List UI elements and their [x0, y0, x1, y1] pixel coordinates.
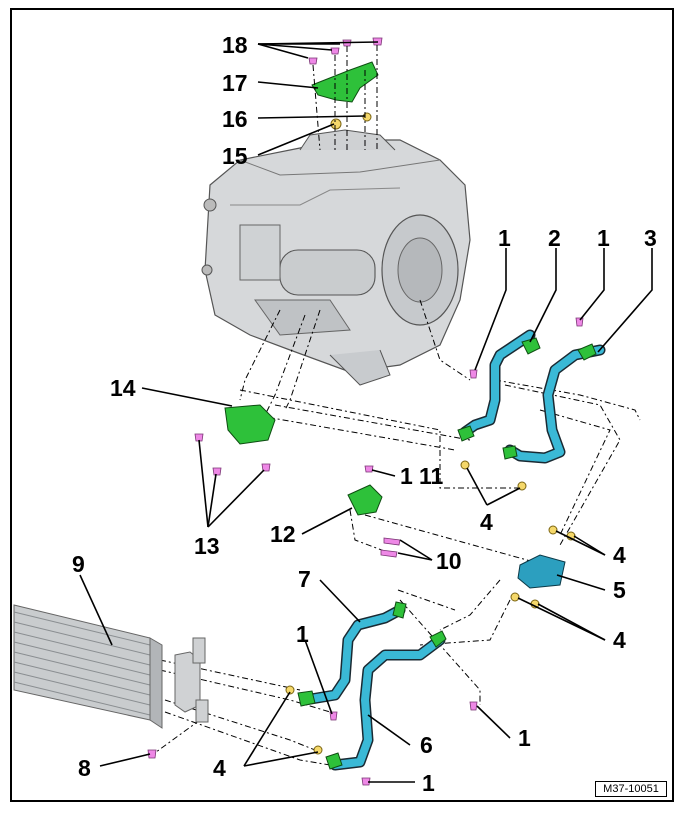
- callout-4: 4: [480, 509, 493, 535]
- bolt-1d: [361, 777, 371, 786]
- callout-14: 14: [110, 375, 136, 401]
- callout-7: 7: [298, 566, 311, 592]
- bolt-1e: [469, 701, 478, 711]
- bracket-12: [347, 465, 401, 558]
- coolant-hose-6: [325, 630, 447, 771]
- callout-1: 1: [597, 225, 610, 251]
- bracket-14: [194, 404, 276, 476]
- washer-15: [330, 118, 342, 130]
- callout-6: 6: [420, 732, 433, 758]
- callout-9: 9: [72, 551, 85, 577]
- callout-1: 1: [422, 770, 435, 796]
- coolant-hose-2: [457, 329, 541, 442]
- callout-17: 17: [222, 70, 248, 96]
- bolt-1a: [469, 369, 478, 379]
- connector-block-5: [510, 525, 576, 609]
- assembly-guide-lines: [151, 299, 641, 766]
- callout-1: 1: [498, 225, 511, 251]
- mount-bracket-17: [311, 61, 379, 103]
- callout-4: 4: [213, 755, 226, 781]
- bolt-1b: [575, 317, 584, 327]
- callout-12: 12: [270, 521, 296, 547]
- callout-1: 1: [400, 463, 413, 489]
- washer-4c: [285, 685, 295, 695]
- bolt-18d: [308, 57, 318, 65]
- callout-11: 11: [419, 463, 444, 489]
- callout-18: 18: [222, 32, 248, 58]
- callout-13: 13: [194, 533, 220, 559]
- diagram-frame: [10, 8, 674, 802]
- callout-5: 5: [613, 577, 626, 603]
- callout-10: 10: [436, 548, 462, 574]
- transmission-oil-cooler-9: [13, 604, 209, 759]
- callout-4: 4: [613, 627, 626, 653]
- washer-16: [362, 112, 372, 122]
- callout-3: 3: [644, 225, 657, 251]
- washer-4a: [460, 460, 470, 470]
- callout-8: 8: [78, 755, 91, 781]
- coolant-hose-3: [502, 343, 606, 464]
- transmission-housing: [201, 129, 471, 386]
- figure-reference-code: M37-10051: [595, 781, 667, 797]
- callout-2: 2: [548, 225, 561, 251]
- leader-lines: [79, 41, 653, 783]
- callout-labels: 18 17 16 15 1 2 1 3 14 1 11 4 13 12 10 4…: [72, 32, 657, 796]
- coolant-hose-7: [297, 601, 407, 707]
- callout-1: 1: [296, 621, 309, 647]
- callout-4: 4: [613, 542, 626, 568]
- callout-1: 1: [518, 725, 531, 751]
- callout-15: 15: [222, 143, 248, 169]
- bolt-18c: [330, 47, 340, 55]
- callout-16: 16: [222, 106, 248, 132]
